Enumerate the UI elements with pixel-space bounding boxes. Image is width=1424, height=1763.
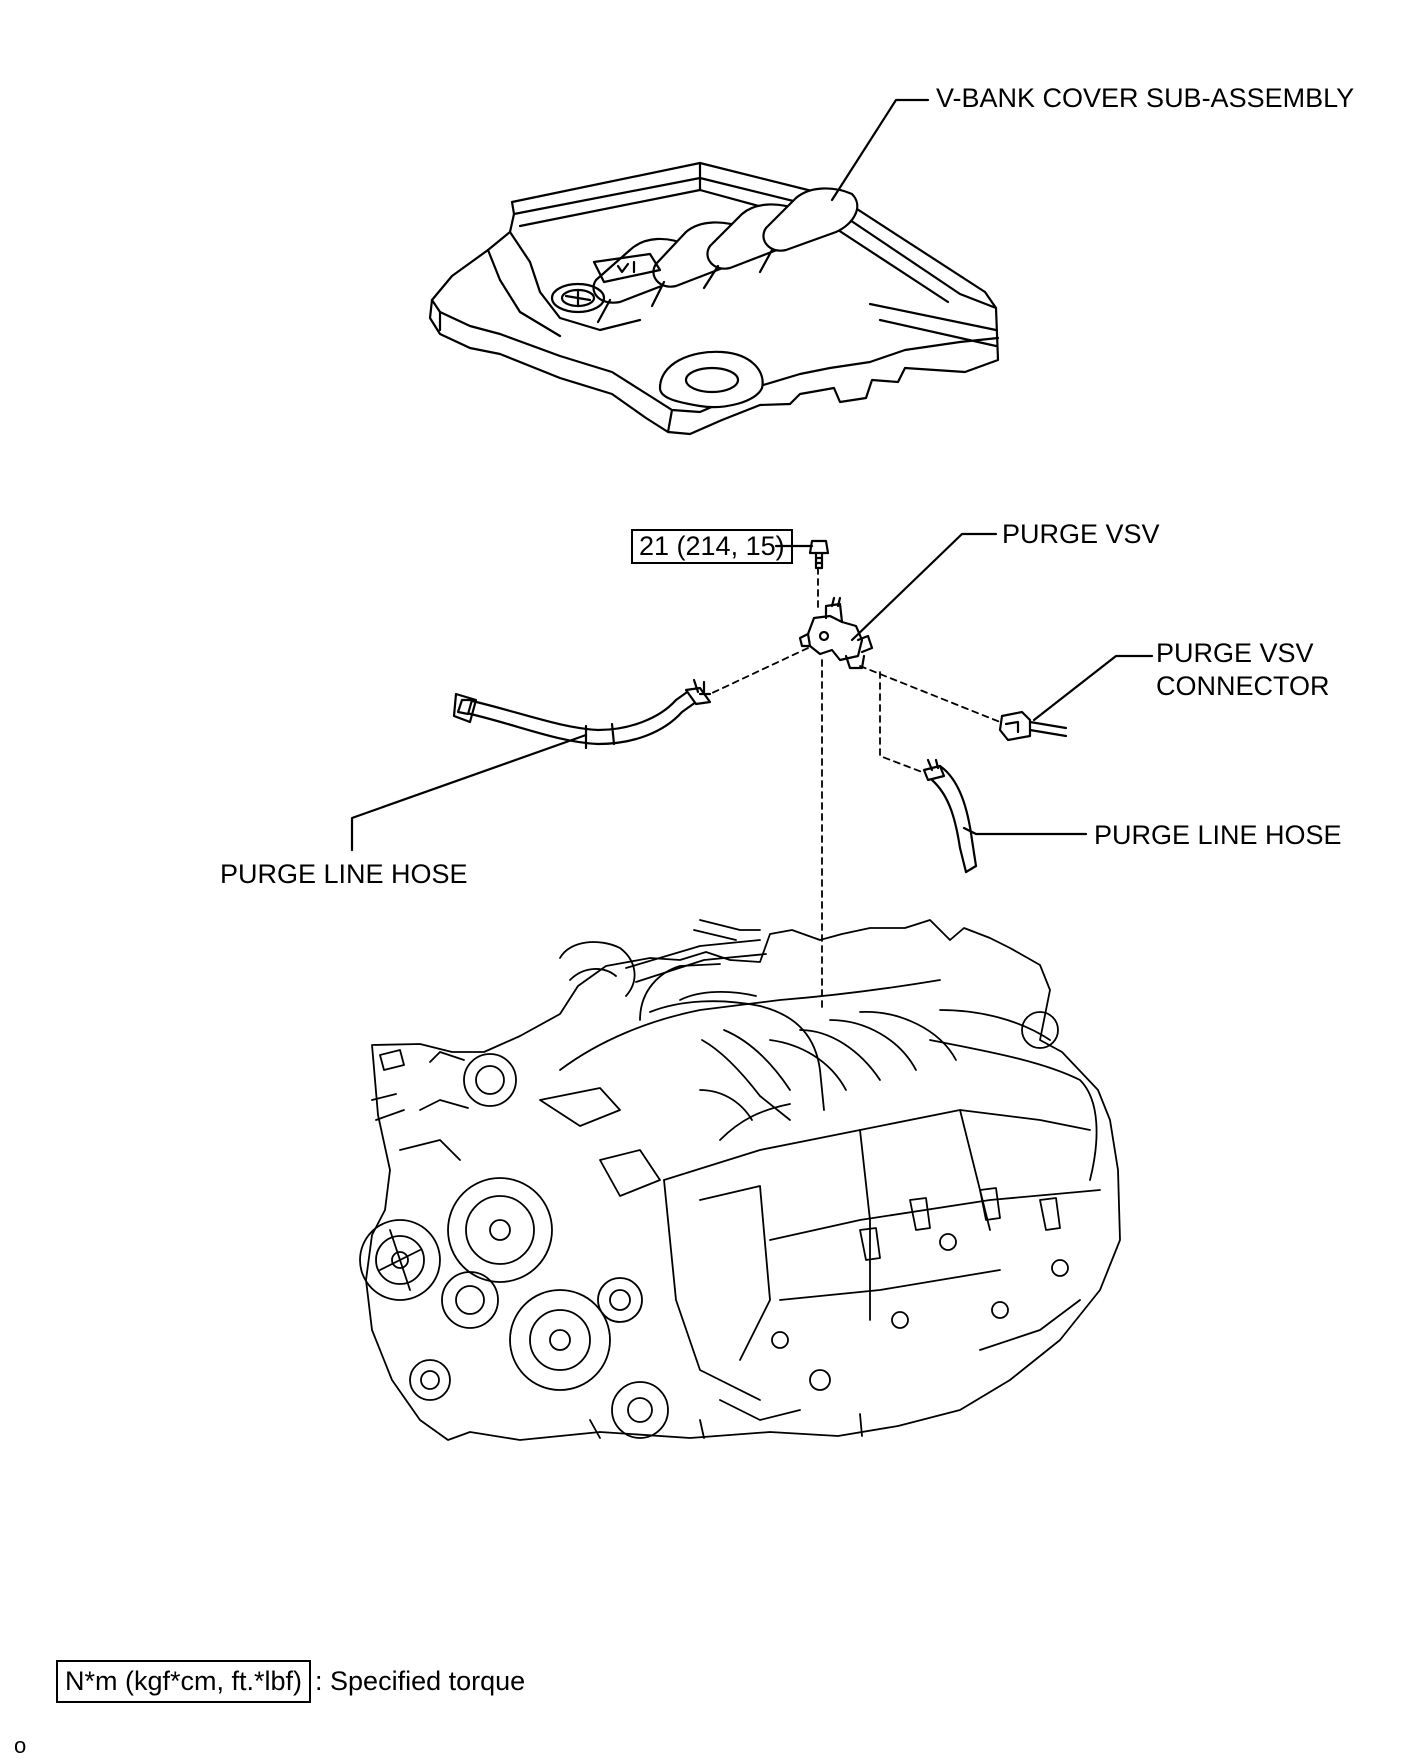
purge-vsv-drawing (798, 539, 874, 670)
purge-vsv-connector-label-line2: CONNECTOR (1156, 671, 1330, 701)
engine-drawing (359, 919, 1121, 1441)
v-bank-cover-drawing (428, 161, 1000, 436)
figure-reference: o (14, 1733, 27, 1758)
leader-lines (350, 98, 1154, 852)
assembly-lines (709, 567, 1001, 1013)
torque-spec-box: 21 (214, 15) (631, 529, 793, 564)
purge-line-hose-left-drawing (452, 678, 712, 750)
purge-vsv-label: PURGE VSV (1002, 519, 1160, 549)
purge-line-hose-left-label: PURGE LINE HOSE (220, 859, 468, 889)
purge-vsv-connector-drawing (998, 710, 1068, 742)
purge-line-hose-right-drawing (922, 758, 978, 874)
torque-unit-box: N*m (kgf*cm, ft.*lbf) (56, 1660, 312, 1703)
purge-vsv-connector-label-line1: PURGE VSV (1156, 638, 1314, 668)
torque-legend-description: : Specified torque (315, 1666, 526, 1696)
v-bank-cover-label: V-BANK COVER SUB-ASSEMBLY (936, 83, 1355, 113)
purge-line-hose-right-label: PURGE LINE HOSE (1094, 820, 1342, 850)
torque-legend: N*m (kgf*cm, ft.*lbf) : Specified torque (56, 1660, 525, 1703)
